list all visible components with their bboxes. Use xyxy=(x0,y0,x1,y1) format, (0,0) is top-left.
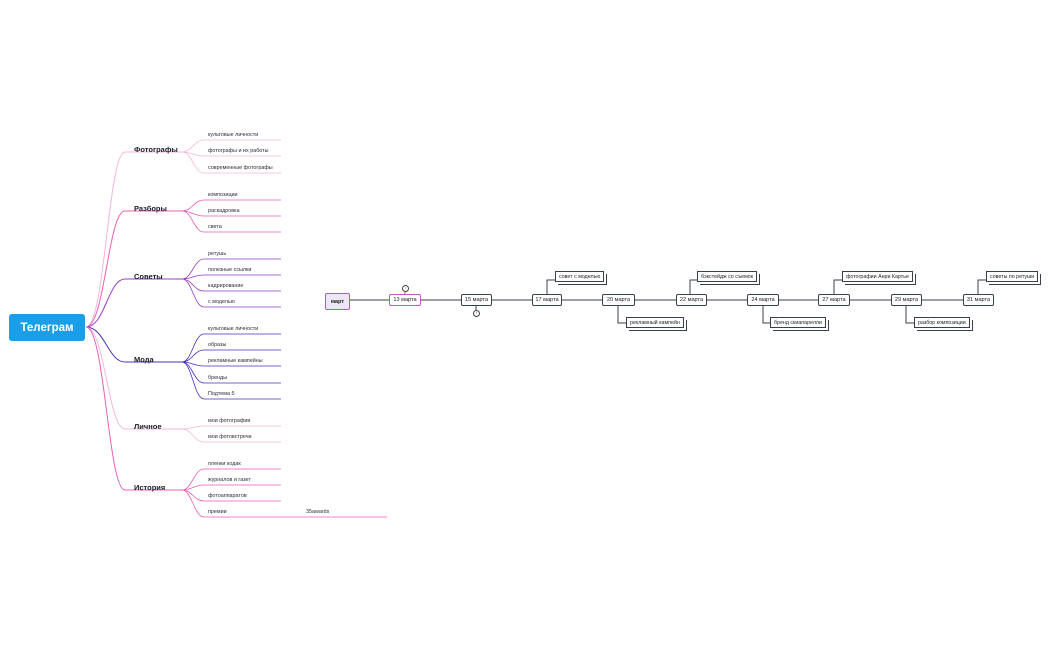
note-connector xyxy=(833,279,842,294)
timeline-note[interactable]: бэкстейдж со съемок xyxy=(697,271,758,282)
subtopic-connector xyxy=(181,210,281,217)
root-node-telegram[interactable]: Телеграм xyxy=(9,314,85,341)
subtopic-connector xyxy=(181,199,281,212)
topic-tips[interactable]: Советы xyxy=(134,272,163,281)
subtopic-item[interactable]: премии xyxy=(208,509,227,515)
timeline-note[interactable]: фотографии Анри Картье xyxy=(842,271,913,282)
subtopic-item[interactable]: фотоаппаратов xyxy=(208,493,247,499)
subtopic-connector xyxy=(181,278,281,308)
subtopic-connector xyxy=(181,151,281,157)
subtopic-item[interactable]: мои фотографии xyxy=(208,418,251,424)
subtopic-item[interactable]: раскадровка xyxy=(208,208,240,214)
timeline-date-node[interactable]: 20 марта xyxy=(602,294,635,306)
subtopic-item[interactable]: образы xyxy=(208,342,227,348)
subtopic-connector xyxy=(181,468,281,491)
topic-connector xyxy=(85,210,182,328)
subtopic-item[interactable]: фотографы и их работы xyxy=(208,148,269,154)
subtopic-item[interactable]: 35awards xyxy=(306,509,330,515)
subtopic-connector xyxy=(181,484,281,491)
topic-connector xyxy=(85,326,182,363)
subtopic-connector xyxy=(181,428,281,443)
timeline-note[interactable]: рекламный кампейн xyxy=(626,317,684,328)
topic-history[interactable]: История xyxy=(134,483,166,492)
timeline-date-node[interactable]: 29 марта xyxy=(891,294,922,306)
note-connector xyxy=(546,279,555,294)
subtopic-connector xyxy=(181,349,281,363)
note-connector xyxy=(905,306,914,324)
subtopic-item[interactable]: ретушь xyxy=(208,251,227,257)
topic-reviews[interactable]: Разборы xyxy=(134,204,167,213)
subtopic-item[interactable]: композиции xyxy=(208,192,238,198)
subtopic-item[interactable]: журналов и газет xyxy=(208,477,251,483)
subtopic-connector xyxy=(181,274,281,280)
subtopic-item[interactable]: света xyxy=(208,224,222,230)
subtopic-connector xyxy=(181,425,281,430)
note-connector xyxy=(762,306,770,324)
subtopic-item[interactable]: полезные ссылки xyxy=(208,267,252,273)
subtopic-connector xyxy=(181,361,281,367)
timeline-date-node[interactable]: 22 марта xyxy=(676,294,707,306)
subtopic-connector xyxy=(181,361,281,400)
topic-connector xyxy=(85,278,182,328)
subtopic-item[interactable]: мои фотовстречи xyxy=(208,434,252,440)
topic-connector xyxy=(85,326,182,430)
subtopic-item[interactable]: пленки кодак xyxy=(208,461,241,467)
timeline-note[interactable]: советы по ретуши xyxy=(986,271,1039,282)
note-connector xyxy=(977,279,986,294)
subtopic-connector xyxy=(181,210,281,233)
topic-photographers[interactable]: Фотографы xyxy=(134,145,178,154)
subtopic-connector xyxy=(181,333,281,363)
timeline-date-node[interactable]: 24 марта xyxy=(747,294,779,306)
timeline-date-node[interactable]: 13 марта xyxy=(389,294,421,306)
timeline-date-node[interactable]: 15 марта xyxy=(461,294,492,306)
timeline-note[interactable]: бренд скиапарелли xyxy=(770,317,826,328)
subtopic-item[interactable]: бренды xyxy=(208,375,228,381)
timeline-start-node[interactable]: март xyxy=(325,293,350,310)
subtopic-item[interactable]: культовые личности xyxy=(208,326,259,332)
topic-connector xyxy=(85,326,182,491)
timeline-note[interactable]: разбор композиции xyxy=(914,317,970,328)
subtopic-connector xyxy=(181,151,281,174)
note-connector xyxy=(689,279,697,294)
timeline-date-node[interactable]: 17 марта xyxy=(532,294,562,306)
subtopic-item[interactable]: современные фотографы xyxy=(208,165,273,171)
subtopic-item[interactable]: с моделью xyxy=(208,299,235,305)
note-connector xyxy=(617,306,626,324)
subtopic-item[interactable]: культовые личности xyxy=(208,132,259,138)
subtopic-connector xyxy=(181,258,281,280)
timeline-date-node[interactable]: 31 марта xyxy=(963,294,994,306)
topic-fashion[interactable]: Мода xyxy=(134,355,154,364)
timeline-date-node[interactable]: 27 марта xyxy=(818,294,850,306)
info-icon[interactable]: i xyxy=(402,285,409,292)
subtopic-item[interactable]: рекламные кампейны xyxy=(208,358,263,364)
topic-personal[interactable]: Личное xyxy=(134,422,162,431)
subtopic-connector xyxy=(181,489,387,518)
timeline-note[interactable]: совет с моделью xyxy=(555,271,605,282)
info-icon[interactable]: i xyxy=(473,310,480,317)
subtopic-connector xyxy=(181,139,281,153)
subtopic-item[interactable]: кадрирование xyxy=(208,283,244,289)
topic-connector xyxy=(85,151,182,328)
subtopic-item[interactable]: Подтема 5 xyxy=(208,391,235,397)
